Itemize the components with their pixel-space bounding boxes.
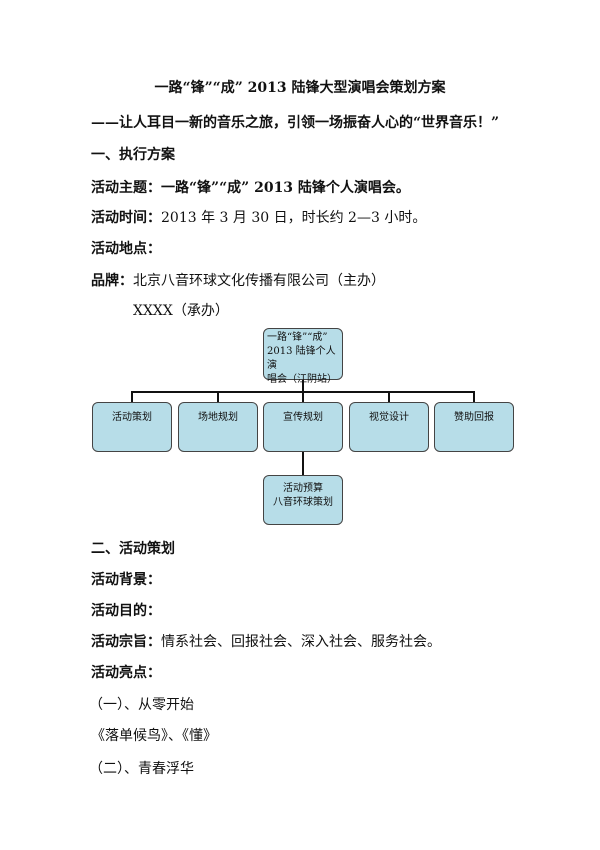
document-title: 一路“锋”“成” 2013 陆锋大型演唱会策划方案 <box>154 80 446 96</box>
time-value: 2013 年 3 月 30 日，时长约 2—3 小时。 <box>161 210 427 226</box>
section2-heading: 二、活动策划 <box>91 541 175 557</box>
highlight-songs: 《落单候鸟》、《懂》 <box>91 728 217 744</box>
brand-value: 北京八音环球文化传播有限公司（主办） <box>133 273 385 289</box>
org-connector-child-4 <box>388 391 390 402</box>
co-organizer: XXXX（承办） <box>133 303 229 319</box>
theme-label: 活动主题： <box>91 180 161 196</box>
time-label: 活动时间： <box>91 210 161 226</box>
org-connector-child-3 <box>302 391 304 402</box>
theme-value: 一路“锋”“成” 2013 陆锋个人演唱会。 <box>161 180 410 196</box>
org-sub-box: 活动预算 八音环球策划 <box>263 475 343 525</box>
highlight-item-1: （一）、从零开始 <box>89 697 194 713</box>
org-root-box: 一路“锋”“成” 2013 陆锋个人演 唱会（江阴站） <box>263 328 343 385</box>
brand-label: 品牌： <box>91 273 133 289</box>
org-connector-child-1 <box>131 391 133 402</box>
org-root-line-1: 一路“锋”“成” <box>267 332 328 343</box>
purpose-label: 活动目的： <box>91 603 161 619</box>
theme-row: 活动主题：一路“锋”“成” 2013 陆锋个人演唱会。 <box>91 179 410 197</box>
org-root-line-2: 2013 陆锋个人演 <box>267 346 336 371</box>
org-connector-child-5 <box>473 391 475 402</box>
document-subtitle: ——让人耳目一新的音乐之旅，引领一场振奋人心的“世界音乐！” <box>91 115 500 131</box>
tenet-row: 活动宗旨：情系社会、回报社会、深入社会、服务社会。 <box>91 633 441 651</box>
section1-heading: 一、执行方案 <box>91 147 175 163</box>
background-label: 活动背景： <box>91 572 161 588</box>
highlight-item-2: （二）、青春浮华 <box>89 761 194 777</box>
org-connector-root <box>302 380 304 392</box>
org-sub-line-2: 八音环球策划 <box>273 497 333 508</box>
org-connector-sub <box>302 452 304 475</box>
org-child-box-2: 场地规划 <box>178 402 258 452</box>
org-child-box-1: 活动策划 <box>92 402 172 452</box>
org-child-box-3: 宣传规划 <box>263 402 343 452</box>
org-child-box-5: 赞助回报 <box>434 402 514 452</box>
org-sub-line-1: 活动预算 <box>283 483 323 494</box>
tenet-label: 活动宗旨： <box>91 634 161 650</box>
time-row: 活动时间：2013 年 3 月 30 日，时长约 2—3 小时。 <box>91 209 426 227</box>
brand-row: 品牌：北京八音环球文化传播有限公司（主办） <box>91 272 385 290</box>
org-connector-child-2 <box>217 391 219 402</box>
org-root-line-3: 唱会（江阴站） <box>267 373 339 387</box>
org-child-box-4: 视觉设计 <box>349 402 429 452</box>
tenet-value: 情系社会、回报社会、深入社会、服务社会。 <box>161 634 441 650</box>
highlight-label: 活动亮点： <box>91 665 161 681</box>
place-label: 活动地点： <box>91 241 161 257</box>
